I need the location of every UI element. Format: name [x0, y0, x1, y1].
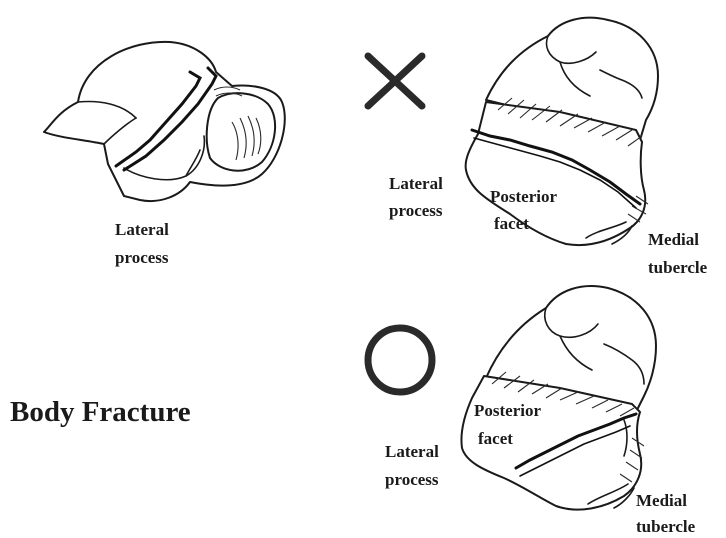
circle-mark-icon [368, 328, 432, 392]
correct-label-posterior-facet-line1: Posterior [474, 401, 541, 420]
incorrect-label-medial-tubercle-line1: Medial [648, 230, 699, 249]
incorrect-label-medial-tubercle-line2: tubercle [648, 258, 708, 277]
correct-label-posterior-facet-line2: facet [478, 429, 513, 448]
lateral-view-label-lateral-process-line1: Lateral [115, 220, 169, 239]
cross-mark-icon [368, 56, 422, 106]
correct-label-lateral-process-line2: process [385, 470, 439, 489]
correct-label-medial-tubercle-line2: tubercle [636, 517, 696, 536]
talus-lateral-view-illustration [44, 42, 285, 201]
correct-label-lateral-process-line1: Lateral [385, 442, 439, 461]
incorrect-label-posterior-facet-line2: facet [494, 214, 529, 233]
incorrect-label-posterior-facet-line1: Posterior [490, 187, 557, 206]
talus-correct-fracture-illustration [461, 286, 656, 510]
incorrect-label-lateral-process-line2: process [389, 201, 443, 220]
figure-title: Body Fracture [10, 396, 191, 428]
correct-label-medial-tubercle-line1: Medial [636, 491, 687, 510]
incorrect-label-lateral-process-line1: Lateral [389, 174, 443, 193]
lateral-view-label-lateral-process-line2: process [115, 248, 169, 267]
talus-incorrect-fracture-illustration [466, 18, 658, 245]
